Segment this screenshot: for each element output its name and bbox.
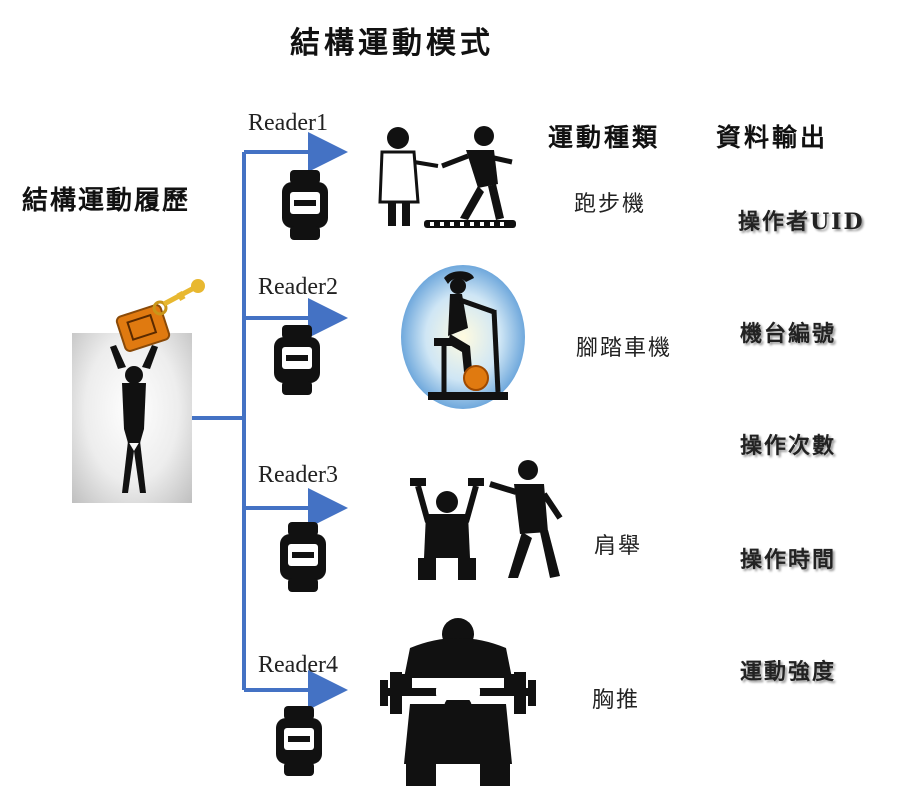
data-output-header: 資料輸出 bbox=[716, 123, 829, 152]
shoulder-press-illustration bbox=[410, 460, 563, 580]
output-exercise-intensity: 運動強度 bbox=[740, 659, 837, 685]
reader-label-4: Reader4 bbox=[258, 652, 338, 678]
exercise-shoulder-press-label: 肩舉 bbox=[594, 534, 643, 559]
exercise-chest-press-label: 胸推 bbox=[592, 688, 641, 713]
diagram-title: 結構運動模式 bbox=[290, 26, 494, 61]
wrist-reader-icon-3 bbox=[280, 522, 326, 592]
wrist-reader-icon-4 bbox=[276, 706, 322, 776]
chest-press-illustration bbox=[380, 618, 536, 786]
key-tag-icon bbox=[115, 279, 205, 352]
reader-label-1: Reader1 bbox=[248, 110, 328, 136]
wrist-reader-icon-1 bbox=[282, 170, 328, 240]
output-operator-uid: 操作者UID bbox=[738, 209, 865, 235]
reader-label-3: Reader3 bbox=[258, 462, 338, 488]
output-operation-count: 操作次數 bbox=[740, 433, 837, 459]
treadmill-illustration bbox=[378, 126, 516, 228]
output-machine-number: 機台編號 bbox=[740, 321, 837, 347]
wrist-reader-icon-2 bbox=[274, 325, 320, 395]
person-silhouette bbox=[110, 345, 158, 493]
reader-label-2: Reader2 bbox=[258, 274, 338, 300]
exercise-bike-illustration bbox=[401, 265, 525, 409]
exercise-type-header: 運動種類 bbox=[548, 123, 661, 152]
exercise-treadmill-label: 跑步機 bbox=[574, 192, 647, 217]
output-operation-time: 操作時間 bbox=[740, 547, 837, 573]
exercise-history-label: 結構運動履歷 bbox=[22, 186, 191, 216]
exercise-bike-label: 腳踏車機 bbox=[576, 336, 673, 361]
